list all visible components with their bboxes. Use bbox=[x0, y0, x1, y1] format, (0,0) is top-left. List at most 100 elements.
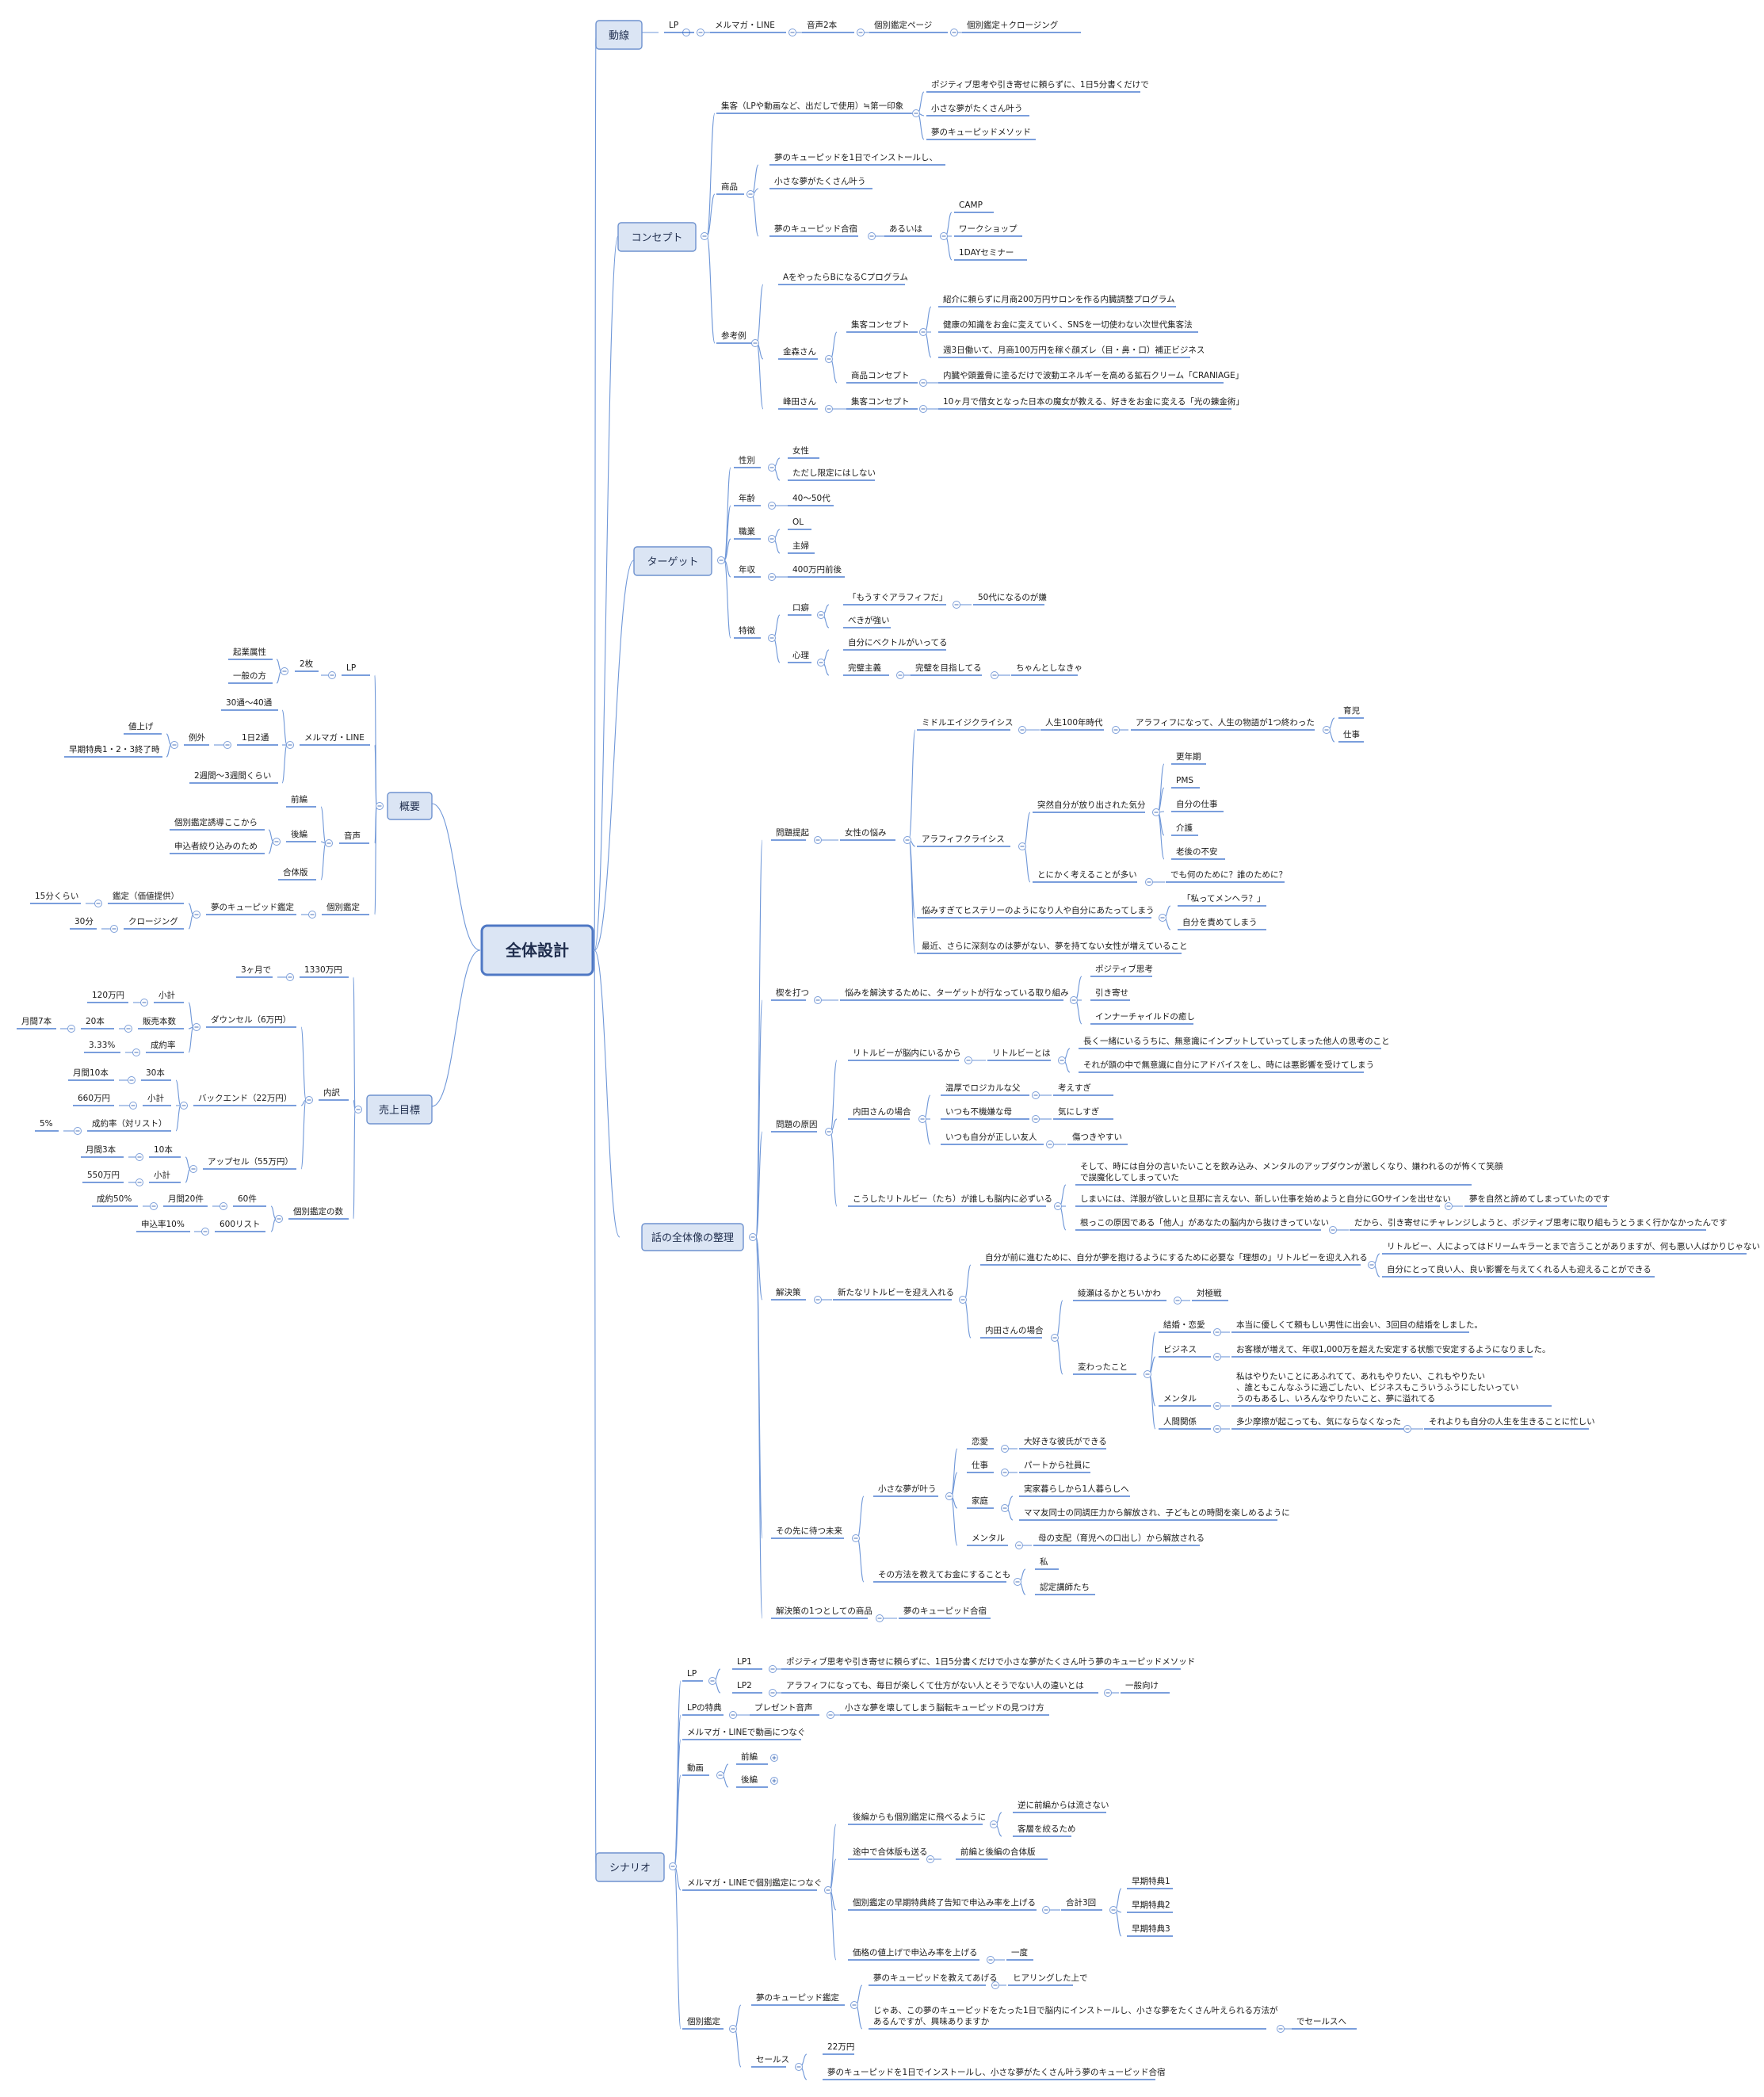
topic-gaiyou[interactable]: 概要 bbox=[387, 792, 433, 820]
collapse-toggle-icon[interactable] bbox=[1001, 1445, 1009, 1453]
node-hanashi-gen-in-lit-items-1[interactable]: それが頭の中で無意識に自分にアドバイスをし、時には悪影響を受けてしまう bbox=[1079, 1060, 1374, 1073]
collapse-toggle-icon[interactable] bbox=[1018, 726, 1026, 734]
node-gaiyou-lp-items-1[interactable]: 一般の方 bbox=[228, 670, 273, 684]
node-uriage-back-shoukei-label[interactable]: 小計 bbox=[143, 1093, 171, 1106]
collapse-toggle-icon[interactable] bbox=[729, 2025, 737, 2033]
collapse-toggle-icon[interactable] bbox=[1001, 1504, 1009, 1512]
collapse-toggle-icon[interactable] bbox=[201, 1228, 209, 1236]
node-gaiyou-merumaga-items-1[interactable]: 2週間〜3週間くらい bbox=[189, 771, 278, 784]
collapse-toggle-icon[interactable] bbox=[919, 379, 927, 387]
collapse-toggle-icon[interactable] bbox=[1159, 914, 1166, 922]
collapse-toggle-icon[interactable] bbox=[953, 601, 960, 609]
collapse-toggle-icon[interactable] bbox=[136, 1178, 143, 1186]
collapse-toggle-icon[interactable] bbox=[328, 671, 336, 679]
node-hanashi-kusabi-text[interactable]: 悩みを解決するために、ターゲットが行なっている取り組み bbox=[840, 987, 1069, 1001]
node-scenario-kobetsu-tsunagu-soukitoku-items-2[interactable]: 早期特典3 bbox=[1127, 1923, 1173, 1937]
node-hanashi-kaiketsu-uchida-ryoukan[interactable]: 綾瀬はるかとちいかわ bbox=[1073, 1288, 1166, 1301]
dousen-item-2[interactable]: 音声2本 bbox=[802, 20, 854, 33]
node-concept-sankou-kanamori-shohin[interactable]: 内臓や頭蓋骨に塗るだけで波動エネルギーを高める鉱石クリーム「CRANIAGE」 bbox=[938, 370, 1243, 384]
node-hanashi-sonosaki-rows-4-1[interactable]: 母の支配（育児への口出し）から解放される bbox=[1033, 1533, 1205, 1546]
node-scenario-kobetsu-tsunagu-soukitoku[interactable]: 個別鑑定の早期特典終了告知で申込み率を上げる bbox=[848, 1897, 1037, 1911]
collapse-toggle-icon[interactable] bbox=[1445, 1202, 1453, 1210]
node-concept-sankou-kanamori-shukyaku-0[interactable]: 紹介に頼らずに月商200万円サロンを作る内臓調整プログラム bbox=[938, 294, 1176, 307]
collapse-toggle-icon[interactable] bbox=[769, 1665, 777, 1673]
collapse-toggle-icon[interactable] bbox=[991, 671, 998, 679]
node-hanashi-mondai-midlife-arafi[interactable]: アラフィフになって、人生の物語が1つ終わった bbox=[1131, 717, 1315, 731]
collapse-toggle-icon[interactable] bbox=[769, 1689, 777, 1697]
collapse-toggle-icon[interactable] bbox=[964, 1056, 972, 1064]
node-hanashi-kaiketsu-jibun-items-0[interactable]: リトルビー、人によってはドリームキラーとまで言うことがありますが、何も悪い人ばか… bbox=[1382, 1241, 1760, 1255]
collapse-toggle-icon[interactable] bbox=[697, 29, 704, 36]
collapse-toggle-icon[interactable] bbox=[286, 973, 294, 981]
node-hanashi-mondai-arafo-nannotame[interactable]: でも何のために？誰のために？ bbox=[1166, 869, 1287, 883]
collapse-toggle-icon[interactable] bbox=[827, 1711, 834, 1719]
dousen-item-3[interactable]: 個別鑑定ページ bbox=[869, 20, 948, 33]
dousen-item-1[interactable]: メルマガ・LINE bbox=[710, 21, 786, 33]
node-hanashi-mondai-nayamisugi-items-1[interactable]: 自分を責めてしまう bbox=[1178, 917, 1266, 930]
node-scenario-kobetsu-sales[interactable]: セールス bbox=[751, 2055, 789, 2068]
node-scenario-kobetsu-oshiete[interactable]: 夢のキューピッドを教えてあげる bbox=[869, 1973, 998, 1986]
collapse-toggle-icon[interactable] bbox=[717, 556, 725, 564]
node-target-tokuchou-shinri-items-0[interactable]: 自分にベクトルがいってる bbox=[843, 637, 947, 651]
node-uriage-down-seiyaku[interactable]: 3.33% bbox=[84, 1041, 120, 1053]
node-hanashi-kaiketsu-label[interactable]: 解決策 bbox=[771, 1287, 806, 1301]
node-hanashi-kaiketsu-uchida-rows-0-1[interactable]: 本当に優しくて頼もしい男性に出会い、3回目の結婚をしました。 bbox=[1231, 1320, 1483, 1333]
collapse-toggle-icon[interactable] bbox=[1277, 2025, 1285, 2033]
node-hanashi-sonosaki-rows-4-0[interactable]: メンタル bbox=[967, 1534, 1008, 1546]
node-target-shokugyo-label[interactable]: 職業 bbox=[734, 526, 761, 540]
collapse-toggle-icon[interactable] bbox=[814, 996, 822, 1004]
node-gaiyou-lp-count[interactable]: 2枚 bbox=[295, 659, 319, 672]
node-hanashi-sonosaki-oshieru-items-1[interactable]: 認定講師たち bbox=[1035, 1582, 1095, 1595]
node-scenario-kobetsu-sales-text[interactable]: 夢のキューピッドを1日でインストールし、小さな夢がたくさん叶う夢のキューピッド合… bbox=[823, 2067, 1165, 2080]
node-uriage-back-label[interactable]: バックエンド（22万円） bbox=[193, 1094, 296, 1106]
collapse-toggle-icon[interactable] bbox=[305, 1096, 313, 1104]
collapse-toggle-icon[interactable] bbox=[912, 109, 920, 117]
node-uriage-down-hanbai[interactable]: 20本 bbox=[81, 1016, 114, 1029]
node-target-seibetsu-label[interactable]: 性別 bbox=[734, 455, 761, 468]
node-concept-shohin-options-0[interactable]: CAMP bbox=[954, 201, 994, 213]
node-scenario-tokuten-text[interactable]: 小さな夢を壊してしまう脳転キューピッドの見つけ方 bbox=[840, 1702, 1049, 1716]
node-hanashi-gen-in-uchida-label[interactable]: 内田さんの場合 bbox=[848, 1106, 911, 1120]
node-gaiyou-onsei-kouhen[interactable]: 後編 bbox=[286, 829, 316, 842]
node-hanashi-kaiketsu-shohin-value[interactable]: 夢のキューピッド合宿 bbox=[899, 1606, 991, 1619]
topic-hanashi[interactable]: 話の全体像の整理 bbox=[641, 1223, 744, 1251]
node-scenario-tokuten-label[interactable]: LPの特典 bbox=[682, 1702, 724, 1716]
node-hanashi-kaiketsu-uchida-taikou[interactable]: 対極戦 bbox=[1192, 1288, 1228, 1301]
node-uriage-period[interactable]: 3ヶ月で bbox=[236, 965, 273, 978]
node-scenario-kobetsu-tsunagu-label[interactable]: メルマガ・LINEで個別鑑定につなぐ bbox=[682, 1877, 822, 1891]
topic-target[interactable]: ターゲット bbox=[633, 546, 712, 576]
node-hanashi-mondai-nayamisugi-label[interactable]: 悩みすぎてヒステリーのようになり人や自分にあたってしまう bbox=[917, 905, 1154, 919]
node-hanashi-gen-in-label[interactable]: 問題の原因 bbox=[771, 1120, 818, 1133]
node-uriage-back-monthly[interactable]: 月間10本 bbox=[68, 1068, 114, 1081]
collapse-toggle-icon[interactable] bbox=[814, 1296, 822, 1304]
collapse-toggle-icon[interactable] bbox=[991, 1981, 999, 1989]
node-hanashi-mondai-arafo-items-1[interactable]: PMS bbox=[1171, 776, 1200, 789]
collapse-toggle-icon[interactable] bbox=[1104, 1689, 1112, 1697]
node-target-nenshu-label[interactable]: 年収 bbox=[734, 564, 761, 578]
node-concept-sankou-kanamori-shukyaku-2[interactable]: 週3日働いて、月商100万円を稼ぐ顔ズレ（目・鼻・口）補正ビジネス bbox=[938, 345, 1205, 358]
node-hanashi-kaiketsu-uchida-rows-2-0[interactable]: メンタル bbox=[1159, 1394, 1211, 1407]
collapse-toggle-icon[interactable] bbox=[67, 1025, 75, 1033]
node-target-shokugyo-items-0[interactable]: OL bbox=[788, 518, 811, 530]
node-concept-sankou-kanamori-shohin-label[interactable]: 商品コンセプト bbox=[846, 370, 918, 384]
node-uriage-uchiwake[interactable]: 内訳 bbox=[319, 1087, 349, 1101]
node-target-seibetsu-items-1[interactable]: ただし限定にはしない bbox=[788, 468, 876, 481]
node-scenario-lp-lp1[interactable]: LP1 bbox=[732, 1657, 762, 1670]
node-uriage-back-seiyaku[interactable]: 5% bbox=[35, 1119, 59, 1132]
node-hanashi-kusabi-items-0[interactable]: ポジティブ思考 bbox=[1090, 964, 1153, 977]
node-scenario-kobetsu-hearing[interactable]: ヒアリングした上で bbox=[1008, 1973, 1088, 1986]
node-target-tokuchou-kuchiguse-items-1[interactable]: べきが強い bbox=[843, 615, 891, 628]
node-target-tokuchou-kuchiguse-sub[interactable]: 50代になるのが嫌 bbox=[973, 592, 1047, 605]
node-hanashi-mondai-arafo-items-0[interactable]: 更年期 bbox=[1171, 751, 1206, 765]
node-uriage-up-label[interactable]: アップセル（55万円） bbox=[203, 1157, 296, 1170]
node-hanashi-mondai-midlife-jinsei[interactable]: 人生100年時代 bbox=[1040, 717, 1104, 731]
collapse-toggle-icon[interactable] bbox=[669, 1862, 677, 1870]
collapse-toggle-icon[interactable] bbox=[1152, 808, 1160, 816]
node-scenario-kobetsu-sales-to[interactable]: でセールスへ bbox=[1292, 2017, 1357, 2030]
collapse-toggle-icon[interactable] bbox=[751, 339, 759, 347]
node-uriage-back-shoukei[interactable]: 660万円 bbox=[73, 1094, 114, 1106]
node-scenario-kobetsu-tsunagu-kakaku[interactable]: 価格の値上げで申込み率を上げる bbox=[848, 1947, 979, 1961]
collapse-toggle-icon[interactable] bbox=[1058, 1056, 1066, 1064]
dousen-item-4[interactable]: 個別鑑定＋クロージング bbox=[962, 20, 1081, 33]
node-target-tokuchou-label[interactable]: 特徴 bbox=[734, 625, 761, 639]
